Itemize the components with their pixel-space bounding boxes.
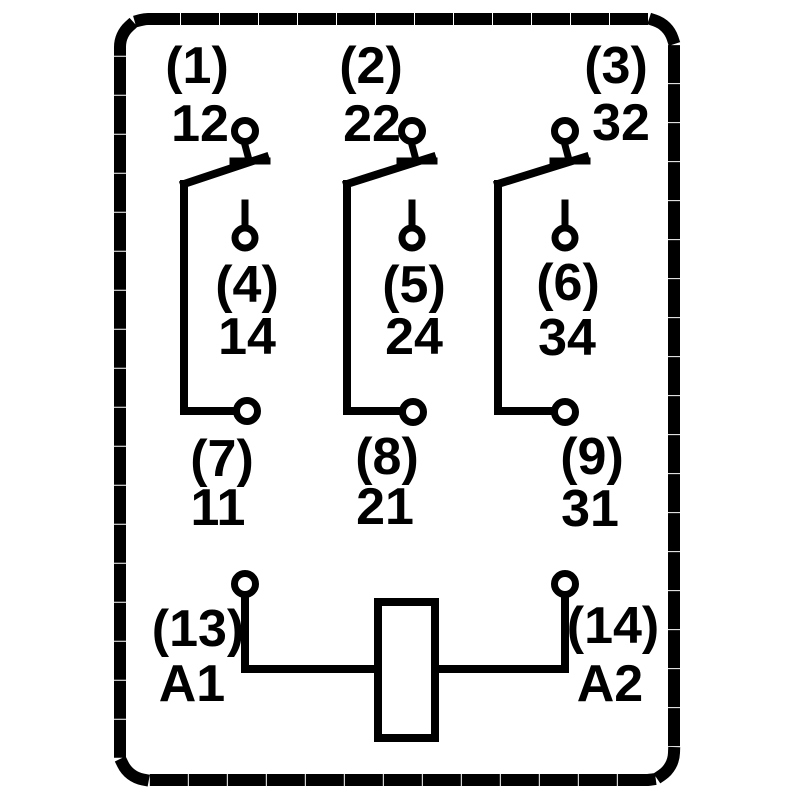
coil-right-paren-label: (14)	[567, 597, 659, 655]
pole2-common-pin-label: 21	[356, 478, 414, 536]
pole3-bottom-paren-label: (9)	[560, 428, 624, 486]
coil-terminal-a2-circle	[551, 570, 579, 598]
pole3-no-pin-label: 34	[538, 309, 596, 367]
terminal-no-circle	[551, 224, 579, 252]
pole1-mid-paren-label: (4)	[215, 256, 279, 314]
pole3-nc-pin-label: 32	[592, 94, 650, 152]
pole2-top-paren-label: (2)	[339, 37, 403, 95]
pole2-nc-pin-label: 22	[343, 95, 401, 153]
terminal-nc-circle	[551, 117, 579, 145]
pole3-top-paren-label: (3)	[584, 37, 648, 95]
pole1-no-pin-label: 14	[218, 308, 276, 366]
pole1-top-paren-label: (1)	[165, 37, 229, 95]
switch-arm	[178, 151, 271, 190]
pole-1	[178, 117, 271, 425]
coil-a1-pin-label: A1	[159, 655, 225, 713]
dashed-enclosure-border	[114, 13, 680, 786]
pole1-common-pin-label: 11	[191, 479, 246, 537]
pole1-bottom-paren-label: (7)	[190, 430, 254, 488]
coil	[231, 570, 579, 742]
switch-arm	[492, 151, 591, 190]
terminal-common-circle	[399, 398, 427, 426]
pole1-nc-pin-label: 12	[171, 95, 229, 153]
terminal-common-circle	[551, 398, 579, 426]
coil-a2-pin-label: A2	[577, 655, 643, 713]
pole2-mid-paren-label: (5)	[382, 256, 446, 314]
pole-3	[492, 117, 591, 426]
terminal-no-circle	[398, 224, 426, 252]
coil-terminal-a1-circle	[231, 570, 259, 598]
terminal-no-circle	[231, 224, 259, 252]
pole-2	[341, 117, 438, 426]
pole3-mid-paren-label: (6)	[536, 254, 600, 312]
coil-left-paren-label: (13)	[152, 600, 244, 658]
terminal-nc-circle	[231, 117, 259, 145]
terminal-common-circle	[233, 397, 261, 425]
switch-arm	[341, 151, 438, 190]
terminal-nc-circle	[398, 117, 426, 145]
pole3-common-pin-label: 31	[561, 480, 619, 538]
coil-box	[374, 598, 439, 742]
pole2-no-pin-label: 24	[385, 308, 443, 366]
pole2-bottom-paren-label: (8)	[355, 428, 419, 486]
